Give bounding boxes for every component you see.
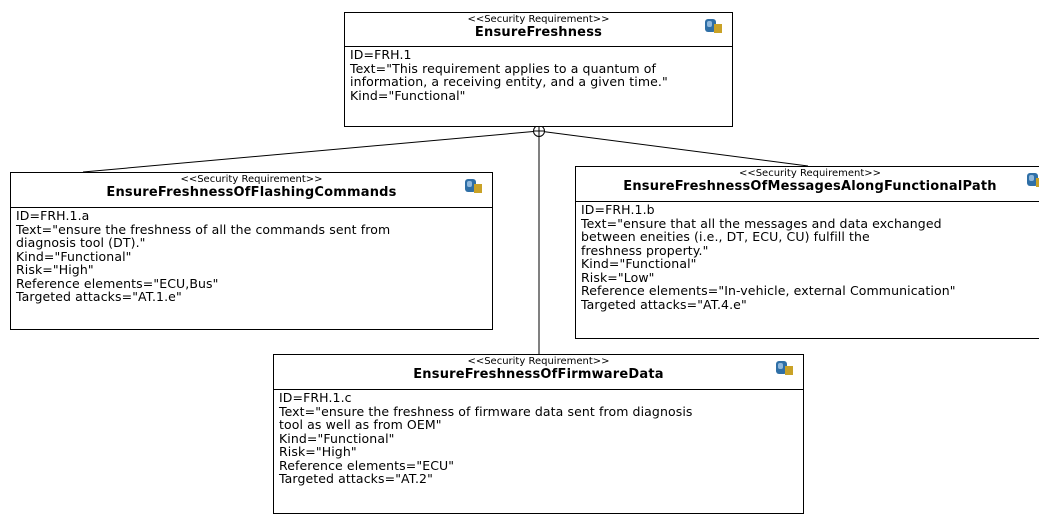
property-line: ID=FRH.1.b (581, 202, 655, 217)
stereotype-label: <<Security Requirement>> (738, 168, 882, 179)
property-line: ID=FRH.1.a (16, 208, 90, 223)
requirement-name: EnsureFreshnessOfMessagesAlongFunctional… (623, 179, 997, 194)
requirement-properties: ID=FRH.1.c Text="ensure the freshness of… (274, 390, 803, 486)
stereotype-label: <<Security Requirement>> (467, 356, 610, 367)
property-line: Text="ensure that all the messages and d… (581, 215, 942, 231)
requirement-properties: ID=FRH.1.a Text="ensure the freshness of… (11, 208, 492, 304)
requirement-header: <<Security Requirement>> EnsureFreshness… (11, 173, 492, 208)
property-line: between eneities (i.e., DT, ECU, CU) ful… (581, 229, 870, 244)
requirement-root[interactable]: <<Security Requirement>> EnsureFreshness… (344, 12, 733, 127)
stereotype-label: <<Security Requirement>> (180, 174, 323, 185)
property-line: Kind="Functional" (16, 248, 132, 264)
connector-to-child-b (538, 130, 809, 167)
requirement-properties: ID=FRH.1 Text="This requirement applies … (345, 47, 732, 102)
property-line: Risk="High" (16, 262, 94, 277)
property-line: Risk="Low" (581, 269, 655, 285)
requirement-child-c[interactable]: <<Security Requirement>> EnsureFreshness… (273, 354, 804, 514)
property-line: diagnosis tool (DT)." (16, 235, 146, 250)
property-line: Text="ensure the freshness of all the co… (16, 221, 391, 237)
property-line: Text="ensure the freshness of firmware d… (279, 403, 693, 419)
property-line: Text="This requirement applies to a quan… (350, 60, 656, 76)
property-line: Risk="High" (279, 444, 357, 459)
requirement-child-a[interactable]: <<Security Requirement>> EnsureFreshness… (10, 172, 493, 330)
requirement-child-b[interactable]: <<Security Requirement>> EnsureFreshness… (575, 166, 1039, 339)
property-line: Reference elements="ECU" (279, 457, 455, 473)
requirement-header: <<Security Requirement>> EnsureFreshness… (576, 167, 1039, 202)
property-line: Reference elements="In-vehicle, external… (581, 283, 956, 298)
stereotype-label: <<Security Requirement>> (467, 14, 610, 25)
property-line: Kind="Functional" (581, 256, 697, 271)
property-line: tool as well as from OEM" (279, 417, 442, 432)
connector-to-child-a (82, 130, 540, 173)
requirement-properties: ID=FRH.1.b Text="ensure that all the mes… (576, 202, 1039, 311)
containment-anchor (533, 125, 545, 137)
property-line: Kind="Functional" (279, 430, 395, 446)
property-line: ID=FRH.1 (350, 47, 412, 62)
property-line: Targeted attacks="AT.4.e" (581, 296, 747, 312)
property-line: Kind="Functional" (350, 87, 466, 103)
requirement-name: EnsureFreshnessOfFirmwareData (413, 367, 664, 382)
requirement-name: EnsureFreshness (474, 25, 603, 40)
property-line: Targeted attacks="AT.2" (279, 471, 433, 486)
requirement-name: EnsureFreshnessOfFlashingCommands (106, 185, 397, 200)
requirement-icon (705, 19, 722, 33)
property-line: information, a receiving entity, and a g… (350, 74, 668, 89)
requirement-icon (776, 361, 793, 375)
property-line: ID=FRH.1.c (279, 390, 352, 405)
property-line: freshness property." (581, 242, 709, 258)
requirement-icon (465, 179, 482, 193)
requirement-header: <<Security Requirement>> EnsureFreshness… (274, 355, 803, 390)
property-line: Targeted attacks="AT.1.e" (16, 289, 182, 304)
property-line: Reference elements="ECU,Bus" (16, 275, 219, 291)
requirement-header: <<Security Requirement>> EnsureFreshness (345, 13, 732, 47)
requirement-icon (1027, 173, 1039, 187)
